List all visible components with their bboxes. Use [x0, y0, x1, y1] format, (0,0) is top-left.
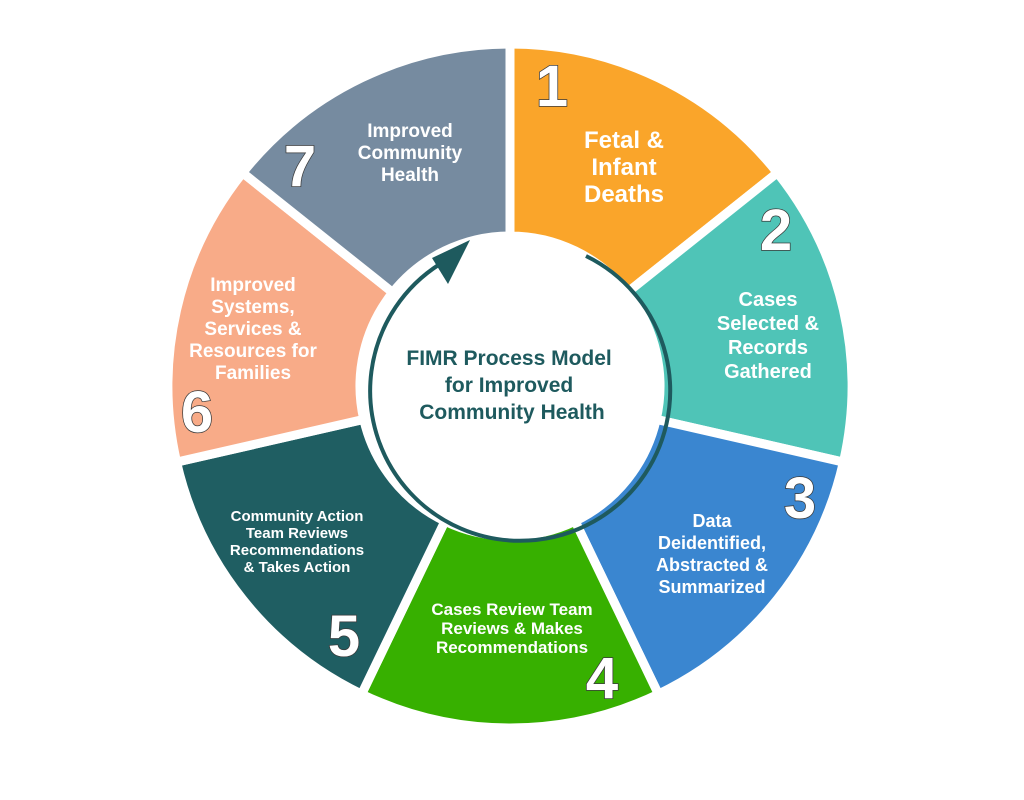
step-label-line: & Takes Action [244, 559, 351, 576]
center-title-line: for Improved [445, 374, 573, 397]
step-label-line: Deidentified, [658, 533, 766, 553]
step-label-line: Health [381, 165, 439, 186]
step-label-line: Services & [204, 319, 301, 340]
center-title-line: FIMR Process Model [406, 347, 611, 370]
step-label-line: Gathered [724, 361, 812, 383]
step-label-line: Data [692, 511, 732, 531]
step-label-line: Infant [591, 154, 656, 181]
step-label-line: Families [215, 363, 291, 384]
step-number: 4 [586, 646, 618, 711]
step-number: 6 [181, 380, 213, 445]
step-label-line: Cases Review Team [431, 600, 592, 619]
step-number: 2 [760, 198, 792, 263]
step-label-line: Summarized [658, 577, 765, 597]
center-circle [356, 232, 664, 540]
step-number: 1 [536, 54, 568, 119]
step-number: 7 [284, 134, 316, 199]
step-label-line: Recommendations [230, 542, 364, 559]
step-label-line: Improved [367, 121, 453, 142]
step-label-line: Team Reviews [246, 525, 348, 542]
step-label-line: Recommendations [436, 638, 588, 657]
cycle-arrow-icon [368, 240, 673, 543]
step-label-line: Systems, [211, 297, 294, 318]
step-label-line: Records [728, 337, 808, 359]
step-label-line: Deaths [584, 181, 664, 208]
step-label-line: Selected & [717, 313, 819, 335]
step-number: 3 [784, 466, 816, 531]
svg-text:FIMR Process Model for Imp: FIMR Process Model for Improved Communit… [406, 347, 617, 424]
step-label-line: Cases [739, 289, 798, 311]
step-label-line: Abstracted & [656, 555, 768, 575]
center-title-line: Community Health [419, 401, 605, 424]
step-number: 5 [328, 604, 360, 669]
step-label-line: Fetal & [584, 127, 664, 154]
step-label-line: Resources for [189, 341, 317, 362]
step-label-line: Improved [210, 275, 296, 296]
step-label-line: Reviews & Makes [441, 619, 583, 638]
step-label-line: Community Action [231, 508, 364, 525]
step-label-line: Community [358, 143, 463, 164]
